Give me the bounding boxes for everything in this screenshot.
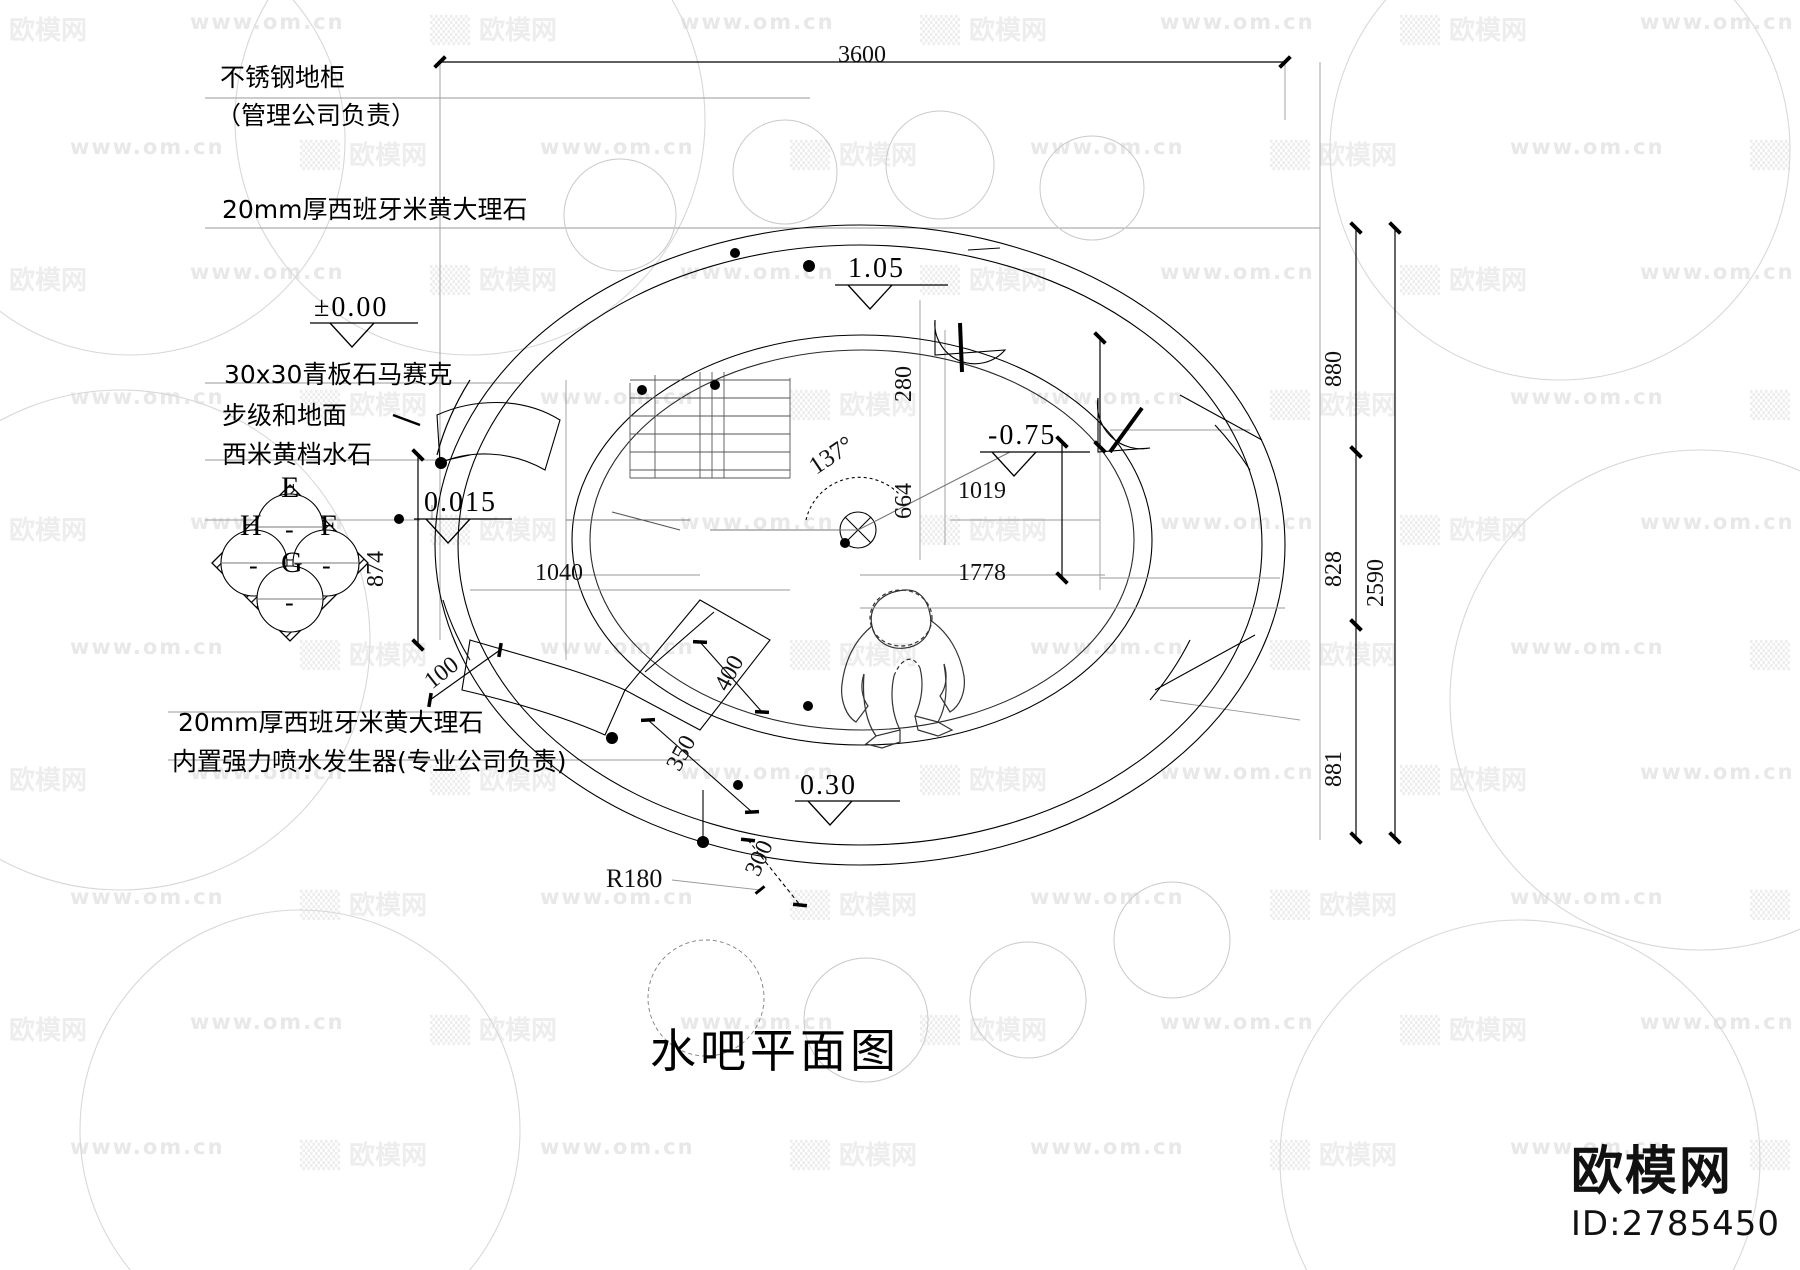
dimension-280: 280 [891,366,917,402]
dimension-828: 828 [1321,551,1347,587]
dimension-1019: 1019 [958,478,1006,504]
elevation-0-015: 0.015 [424,487,497,518]
detail-key-letter-h: H [240,509,262,542]
brand-id: ID:2785450 [1570,1204,1780,1244]
dimension-881: 881 [1321,751,1347,787]
dimension-874: 874 [363,551,389,587]
annotation-mosaic-line1: 30x30青板石马赛克 [224,360,453,389]
dimension-664: 664 [891,483,917,519]
detail-key-letter-e: E [281,471,300,504]
annotation-cabinet-line2: （管理公司负责） [216,101,417,130]
annotation-cabinet-line1: 不锈钢地柜 [220,63,346,92]
elevation-minus-0-75: -0.75 [988,420,1057,451]
dimension-r180: R180 [606,864,663,893]
brand-name: 欧模网 [1570,1142,1733,1203]
dimension-3600: 3600 [838,42,886,68]
dimension-1040: 1040 [535,560,583,586]
dimension-880: 880 [1321,351,1347,387]
annotation-mosaic-line2: 步级和地面 [222,401,348,430]
detail-key-sub-g: - [285,588,294,617]
detail-key-sub-e: - [285,515,294,544]
dimension-1778: 1778 [958,560,1006,586]
detail-key-sub-h: - [249,551,258,580]
dimension-2590: 2590 [1363,559,1389,607]
detail-key-sub-f: - [322,551,331,580]
annotation-marble-bottom-line2: 内置强力喷水发生器(专业公司负责) [172,747,567,776]
annotation-mosaic-line3: 西米黄档水石 [222,440,373,469]
annotation-marble-top: 20mm厚西班牙米黄大理石 [222,195,528,224]
elevation-zero: ±0.00 [314,292,389,323]
elevation-1-05: 1.05 [848,253,905,284]
page-title: 水吧平面图 [650,1024,900,1078]
detail-key-letter-g: G [281,546,303,579]
annotation-marble-bottom-line1: 20mm厚西班牙米黄大理石 [178,708,484,737]
elevation-0-30: 0.30 [800,770,857,801]
detail-key-letter-f: F [320,509,337,542]
brand-block: 欧模网 ID:2785450 [1571,1145,1780,1244]
